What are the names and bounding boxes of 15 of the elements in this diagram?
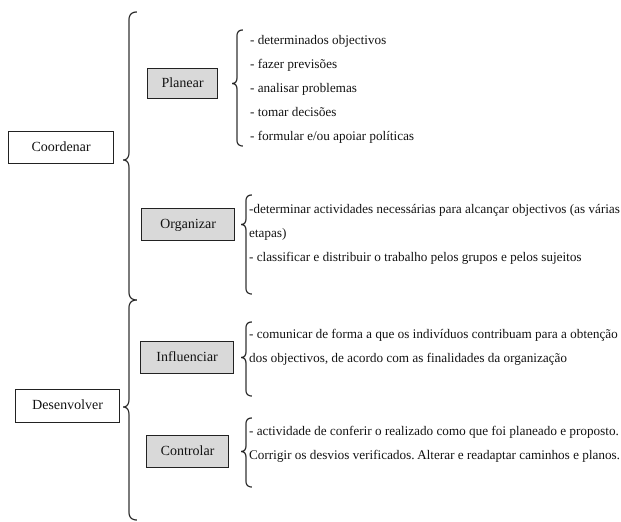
description-text: - comunicar de forma a que os indivíduos contribuam para a obtenção dos objectivos, de acordo com as finalidades da organização [249, 325, 619, 367]
activity-box: Planear [147, 68, 218, 99]
activity-box: Organizar [141, 208, 235, 241]
list-item-text: - formular e/ou apoiar políticas [250, 127, 416, 145]
activity-box: Controlar [146, 435, 229, 468]
list-item-text: -determinar actividades necessárias para alcançar objectivos (as várias etapas) [249, 200, 621, 242]
list-item-text: - determinados objectivos [250, 31, 388, 49]
list-item-text: - analisar problemas [250, 79, 358, 97]
category-box: Coordenar [8, 131, 114, 164]
category-box: Desenvolver [15, 389, 120, 423]
activity-box: Influenciar [140, 341, 234, 374]
description-text: - actividade de conferir o realizado como que foi planeado e proposto. Corrigir os desvios verificados. Alterar e readaptar caminhos e planos. [249, 422, 621, 464]
list-item-text: - classificar e distribuir o trabalho pelos grupos e pelos sujeitos [249, 248, 583, 266]
list-item-text: - fazer previsões [250, 55, 338, 73]
list-item-text: - tomar decisões [250, 103, 338, 121]
